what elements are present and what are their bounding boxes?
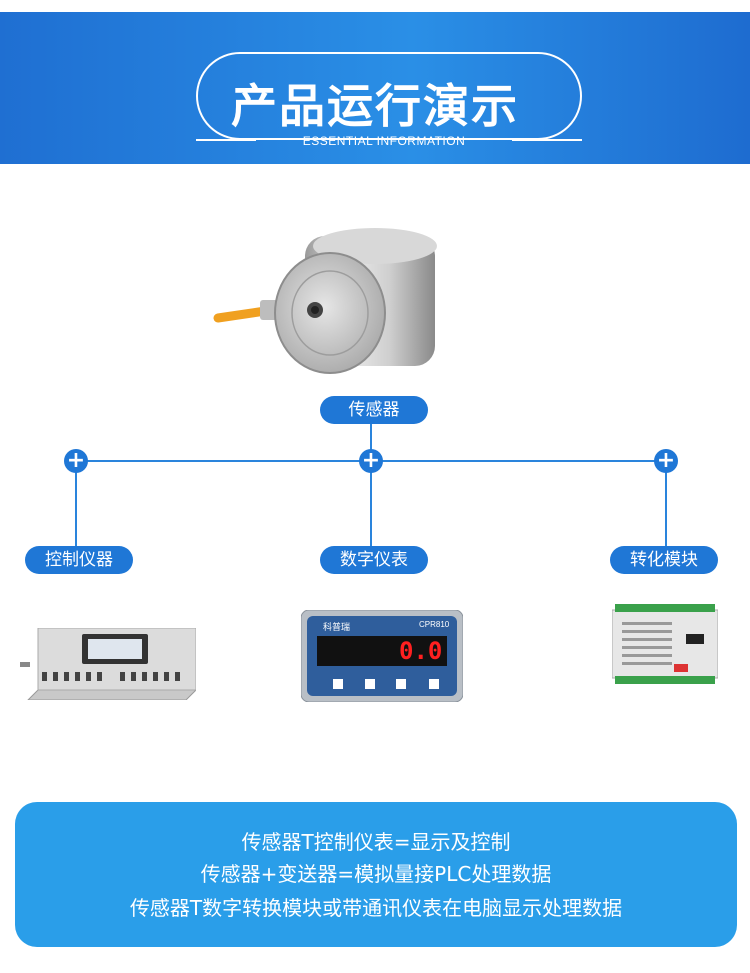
header-divider-right <box>512 139 582 141</box>
header-banner: 产品运行演示 ESSENTIAL INFORMATION <box>0 12 750 164</box>
connector-line <box>370 424 372 452</box>
plus-icon: + <box>359 449 383 473</box>
info-line: 传感器T控制仪表=显示及控制 <box>241 830 511 854</box>
plus-icon: + <box>654 449 678 473</box>
connector-line <box>370 470 372 546</box>
device-label-conversion-module: 转化模块 <box>610 546 718 574</box>
digital-meter-image: 科普瑞 CPR810 0.0 <box>301 610 463 702</box>
header-subtitle: ESSENTIAL INFORMATION <box>302 134 466 148</box>
header-title-frame <box>196 52 582 140</box>
sensor-image <box>213 228 437 374</box>
meter-display: 0.0 <box>399 637 443 665</box>
connector-line <box>75 470 77 546</box>
control-instrument-image <box>20 628 196 700</box>
conversion-module-image <box>612 604 718 684</box>
header-subtitle-wrap: ESSENTIAL INFORMATION <box>246 130 522 148</box>
device-label-digital-meter: 数字仪表 <box>320 546 428 574</box>
plus-icon: + <box>64 449 88 473</box>
info-line: 传感器T数字转换模块或带通讯仪表在电脑显示处理数据 <box>129 896 623 920</box>
device-label-control-instrument: 控制仪器 <box>25 546 133 574</box>
info-box <box>15 802 737 947</box>
page-title: 产品运行演示 <box>231 79 519 133</box>
sensor-label: 传感器 <box>320 396 428 424</box>
info-line: 传感器+变送器=模拟量接PLC处理数据 <box>200 862 552 886</box>
meter-model: CPR810 <box>419 620 450 629</box>
header-divider-left <box>196 139 256 141</box>
connector-line <box>665 470 667 546</box>
meter-brand: 科普瑞 <box>323 623 351 633</box>
